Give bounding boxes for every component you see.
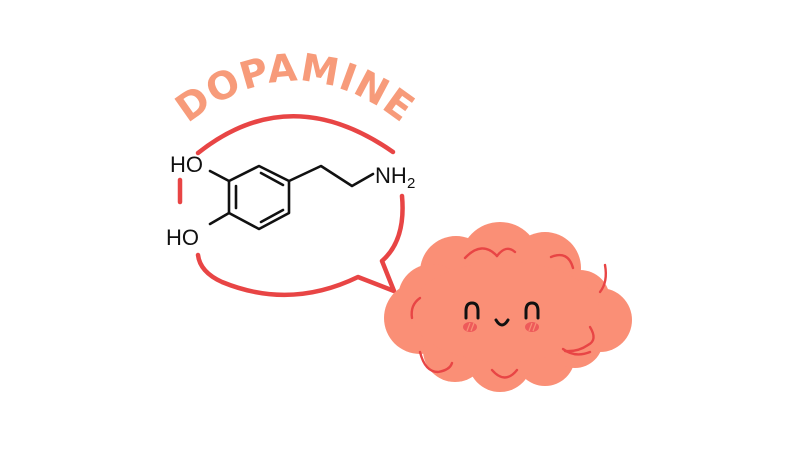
eye-left-icon: [464, 301, 480, 320]
brain-body: [384, 222, 632, 392]
amine-subscript: 2: [407, 175, 415, 192]
brain-folds: [410, 247, 608, 379]
cheek-right: [525, 322, 539, 332]
dopamine-molecule: [208, 164, 375, 231]
eye-right-icon: [524, 301, 540, 320]
cheek-left: [463, 322, 477, 332]
bond-oh-bottom: [208, 211, 231, 226]
brain-mascot: [384, 222, 632, 392]
benzene-ring: [227, 164, 291, 231]
speech-bubble: [177, 114, 405, 298]
bubble-top-arc: [195, 114, 396, 156]
hydroxyl-label-top: HO: [170, 152, 203, 177]
brain-face: [463, 301, 540, 332]
hydroxyl-label-bottom: HO: [166, 225, 199, 250]
double-bond-top: [259, 171, 285, 187]
smile-icon: [494, 318, 510, 327]
ethylamine-chain: [287, 164, 375, 188]
double-bond-bottom: [259, 208, 285, 224]
bubble-right-and-tail: [195, 193, 405, 298]
amine-label: NH: [375, 163, 407, 188]
bond-oh-top: [208, 169, 231, 183]
